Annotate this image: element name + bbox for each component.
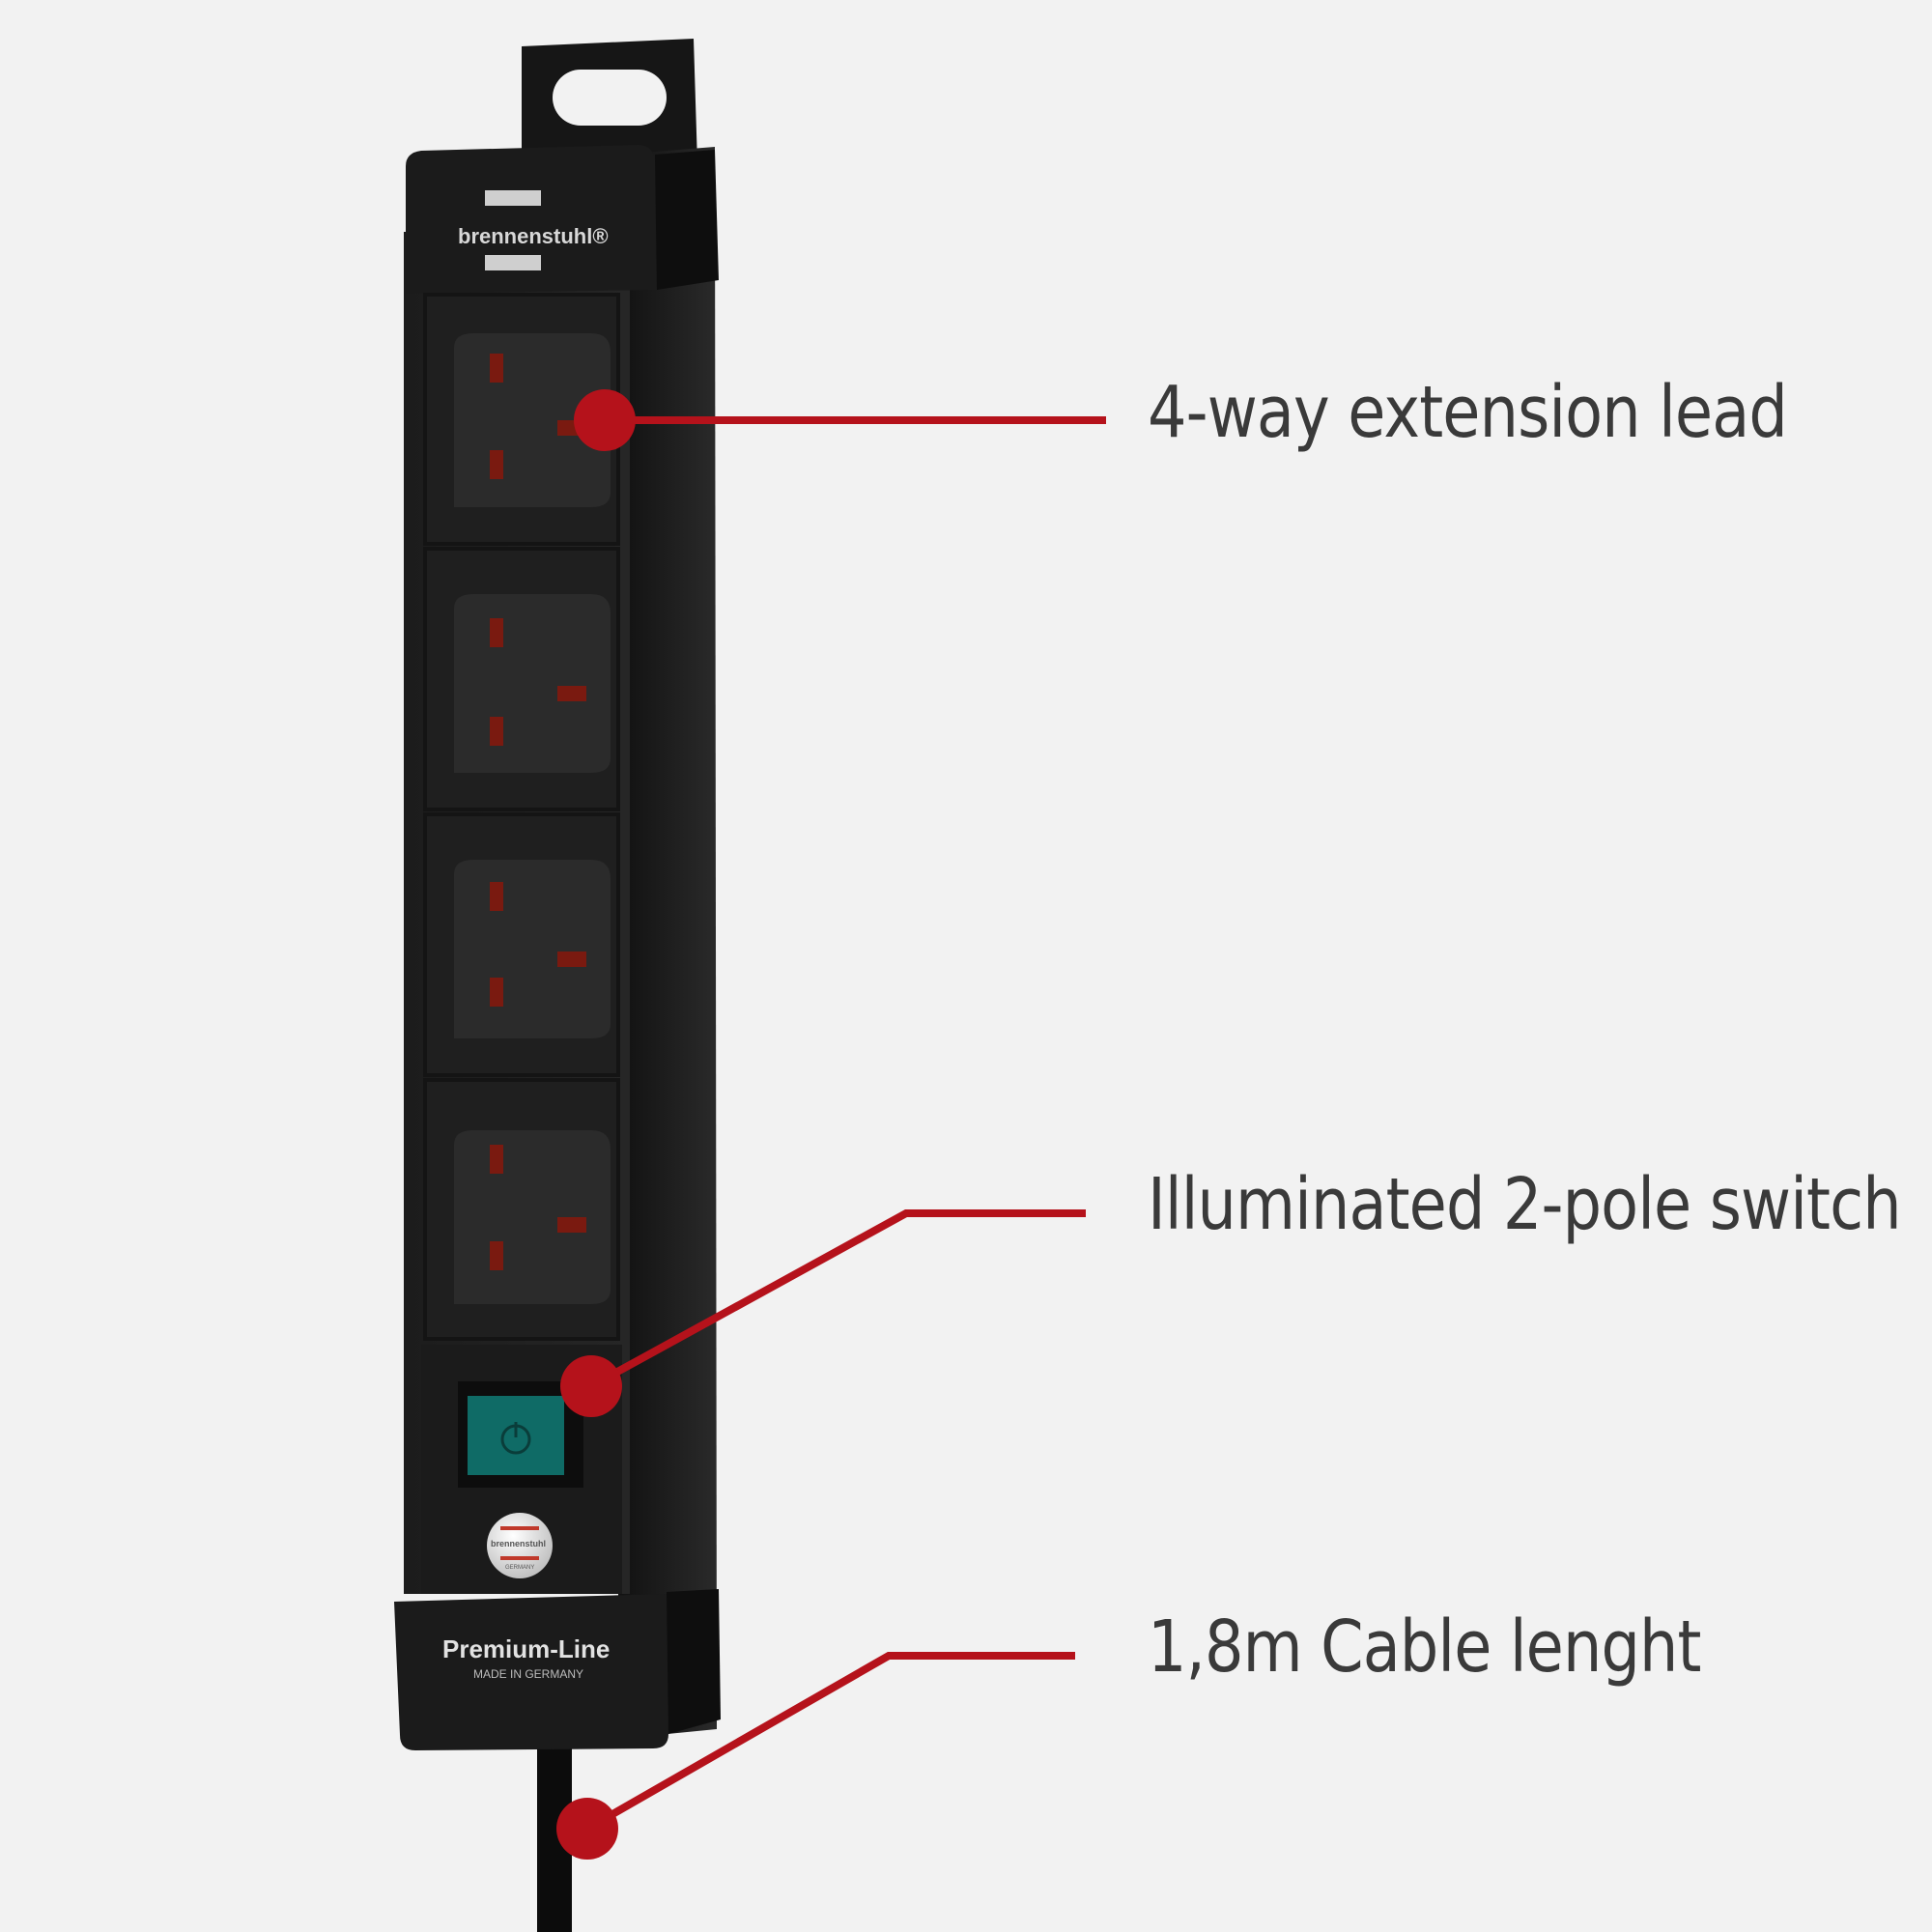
badge-origin-text: GERMANY bbox=[505, 1565, 535, 1571]
product-line-name: Premium-Line bbox=[442, 1634, 611, 1663]
bottom-end-cap bbox=[394, 1589, 721, 1750]
socket-2 bbox=[423, 547, 620, 811]
callout-cable-length: 1,8m Cable lenght bbox=[1148, 1605, 1701, 1689]
top-end-cap bbox=[406, 145, 719, 294]
socket-4 bbox=[423, 1078, 620, 1341]
brand-logo-text: brennenstuhl® bbox=[458, 224, 609, 248]
brand-badge bbox=[487, 1513, 553, 1578]
strip-side-panel bbox=[618, 147, 717, 1739]
made-in-text: MADE IN GERMANY bbox=[473, 1667, 584, 1681]
callout-extension-lead: 4-way extension lead bbox=[1148, 371, 1788, 454]
callout-illuminated-switch: Illuminated 2-pole switch bbox=[1148, 1163, 1902, 1246]
socket-3 bbox=[423, 812, 620, 1077]
callout-lines bbox=[556, 389, 1106, 1860]
hanging-tab bbox=[522, 39, 697, 172]
badge-brand-text: brennenstuhl bbox=[491, 1539, 547, 1548]
